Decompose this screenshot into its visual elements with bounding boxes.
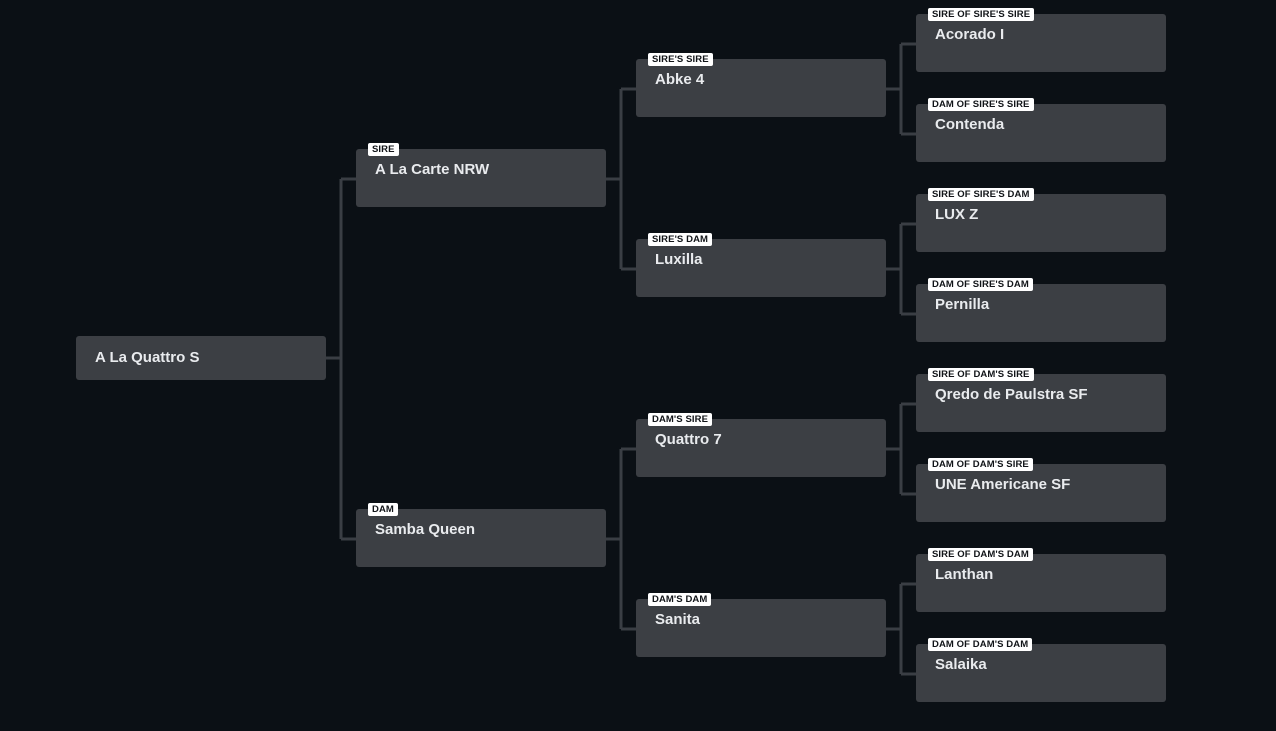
role-badge: SIRE'S DAM (648, 233, 713, 246)
horse-name: UNE Americane SF (935, 476, 1071, 493)
horse-name: Sanita (655, 611, 701, 628)
role-badge: DAM'S DAM (648, 593, 712, 606)
sire-of-dams-dam-card[interactable]: SIRE OF DAM'S DAM Lanthan (916, 548, 1166, 612)
horse-name: Salaika (935, 656, 987, 673)
dam-of-sires-sire-card[interactable]: DAM OF SIRE'S SIRE Contenda (916, 98, 1166, 162)
dam-of-dams-sire-card[interactable]: DAM OF DAM'S SIRE UNE Americane SF (916, 458, 1166, 522)
dam-card[interactable]: DAM Samba Queen (356, 503, 606, 567)
sire-of-sires-sire-card[interactable]: SIRE OF SIRE'S SIRE Acorado I (916, 8, 1166, 72)
role-badge: SIRE (368, 143, 399, 156)
horse-name: Luxilla (655, 251, 703, 268)
connector-dams-sire (886, 402, 916, 496)
role-badge: DAM OF DAM'S DAM (928, 638, 1033, 651)
dams-sire-card[interactable]: DAM'S SIRE Quattro 7 (636, 413, 886, 477)
horse-name: Lanthan (935, 566, 994, 583)
horse-name: Acorado I (935, 26, 1005, 43)
subject-card[interactable]: A La Quattro S (76, 336, 326, 380)
connector-subject (326, 177, 356, 541)
role-badge: SIRE OF DAM'S DAM (928, 548, 1033, 561)
role-badge: DAM OF SIRE'S SIRE (928, 98, 1034, 111)
role-badge: DAM (368, 503, 398, 516)
role-badge: SIRE OF DAM'S SIRE (928, 368, 1034, 381)
horse-name: Qredo de Paulstra SF (935, 386, 1088, 403)
role-badge: SIRE'S SIRE (648, 53, 713, 66)
horse-name: Contenda (935, 116, 1005, 133)
horse-name: Abke 4 (655, 71, 705, 88)
horse-name: A La Quattro S (95, 349, 200, 366)
role-badge: DAM'S SIRE (648, 413, 713, 426)
role-badge: DAM OF DAM'S SIRE (928, 458, 1033, 471)
role-badge: SIRE OF SIRE'S DAM (928, 188, 1034, 201)
connector-sires-dam (886, 222, 916, 316)
horse-name: Quattro 7 (655, 431, 722, 448)
horse-name: Samba Queen (375, 521, 476, 538)
sire-of-sires-dam-card[interactable]: SIRE OF SIRE'S DAM LUX Z (916, 188, 1166, 252)
sire-card[interactable]: SIRE A La Carte NRW (356, 143, 606, 207)
connector-sire (606, 87, 636, 271)
dams-dam-card[interactable]: DAM'S DAM Sanita (636, 593, 886, 657)
horse-name: A La Carte NRW (375, 161, 490, 178)
sire-of-dams-sire-card[interactable]: SIRE OF DAM'S SIRE Qredo de Paulstra SF (916, 368, 1166, 432)
connector-dam (606, 447, 636, 631)
connector-sires-sire (886, 42, 916, 136)
sires-sire-card[interactable]: SIRE'S SIRE Abke 4 (636, 53, 886, 117)
horse-name: LUX Z (935, 206, 979, 223)
sires-dam-card[interactable]: SIRE'S DAM Luxilla (636, 233, 886, 297)
horse-name: Pernilla (935, 296, 990, 313)
dam-of-sires-dam-card[interactable]: DAM OF SIRE'S DAM Pernilla (916, 278, 1166, 342)
dam-of-dams-dam-card[interactable]: DAM OF DAM'S DAM Salaika (916, 638, 1166, 702)
connector-dams-dam (886, 582, 916, 676)
role-badge: DAM OF SIRE'S DAM (928, 278, 1033, 291)
role-badge: SIRE OF SIRE'S SIRE (928, 8, 1035, 21)
